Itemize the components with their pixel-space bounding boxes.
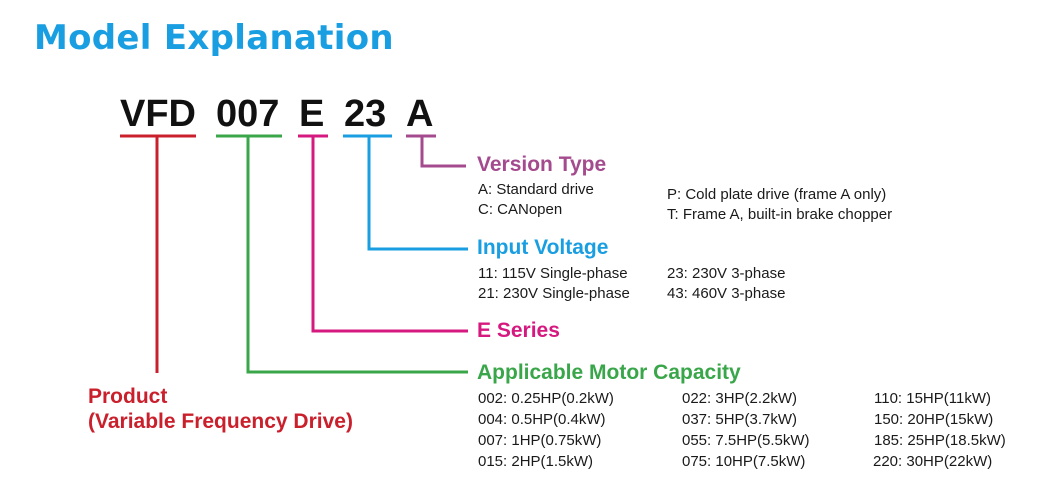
motor-capacity-item: 002: 0.25HP(0.2kW) <box>478 390 614 407</box>
input-voltage-item: 11: 115V Single-phase <box>478 265 628 282</box>
input-voltage-item: 21: 230V Single-phase <box>478 285 630 302</box>
connector-version <box>406 134 466 168</box>
version-type-item: C: CANopen <box>478 201 563 218</box>
version-type-item: P: Cold plate drive (frame A only) <box>667 186 887 203</box>
motor-capacity-item: 007: 1HP(0.75kW) <box>478 432 602 449</box>
input-voltage-item: 43: 460V 3-phase <box>667 285 786 302</box>
motor-capacity-item: 004: 0.5HP(0.4kW) <box>478 411 606 428</box>
connector-series <box>298 134 468 333</box>
motor-capacity-item: 185: 25HP(18.5kW) <box>874 432 1006 449</box>
input-voltage-heading: Input Voltage <box>477 236 609 259</box>
connector-product <box>120 134 196 373</box>
motor-capacity-heading: Applicable Motor Capacity <box>477 361 741 384</box>
product-line2: (Variable Frequency Drive) <box>88 410 353 433</box>
code-segment-capacity: 007 <box>216 93 280 135</box>
motor-capacity-item: 055: 7.5HP(5.5kW) <box>682 432 810 449</box>
page-title: Model Explanation <box>34 18 394 58</box>
version-type-item: T: Frame A, built-in brake chopper <box>667 206 893 223</box>
stem-capacity <box>246 136 468 374</box>
version-type-heading: Version Type <box>477 153 607 176</box>
stem-voltage <box>367 136 468 251</box>
motor-capacity-item: 150: 20HP(15kW) <box>874 411 994 428</box>
product-line1: Product <box>88 385 168 408</box>
stem-version <box>420 136 466 168</box>
code-segment-product: VFD <box>120 93 196 135</box>
code-segment-voltage: 23 <box>344 93 387 135</box>
motor-capacity-item: 022: 3HP(2.2kW) <box>682 390 798 407</box>
input-voltage-item: 23: 230V 3-phase <box>667 265 786 282</box>
stem-series <box>311 136 468 333</box>
version-type-item: A: Standard drive <box>478 181 594 198</box>
code-segment-series: E <box>299 93 325 135</box>
product-label: Product (Variable Frequency Drive) <box>88 384 353 434</box>
motor-capacity-item: 015: 2HP(1.5kW) <box>478 453 594 470</box>
motor-capacity-item: 220: 30HP(22kW) <box>873 453 993 470</box>
motor-capacity-item: 075: 10HP(7.5kW) <box>682 453 806 470</box>
motor-capacity-item: 110: 15HP(11kW) <box>874 390 991 407</box>
series-heading: E Series <box>477 319 560 342</box>
connector-capacity <box>216 134 468 374</box>
connector-voltage <box>343 134 468 251</box>
motor-capacity-item: 037: 5HP(3.7kW) <box>682 411 798 428</box>
code-segment-version: A <box>406 93 434 135</box>
